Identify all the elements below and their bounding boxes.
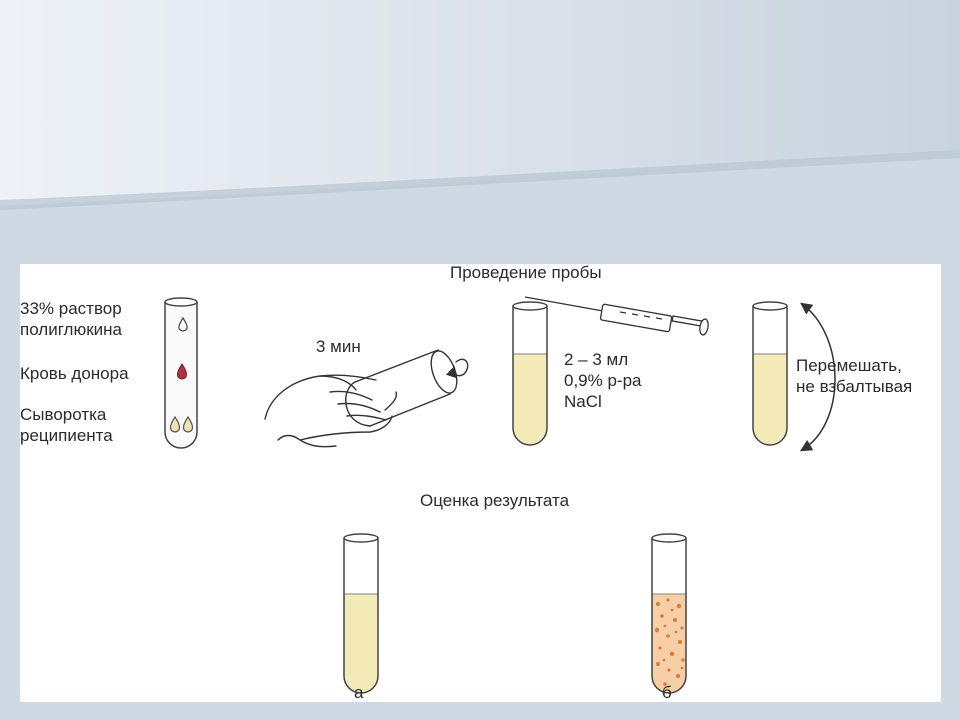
reagent-label: 33% раствор полиглюкина [20, 299, 122, 339]
syringe-icon [524, 296, 709, 336]
serum-drop-icon [169, 415, 181, 433]
result-title: Оценка результата [420, 491, 570, 510]
figure-panel: Проведение пробы 33% раствор полиглюкина… [20, 264, 941, 702]
mixing-arrow-icon [799, 302, 836, 452]
donor-blood-drop-icon [177, 363, 187, 380]
polyglucin-drop-icon [178, 316, 188, 332]
result-b-label: б [662, 683, 672, 702]
mix-label: Перемешать, не взбалтывая [796, 356, 913, 396]
time-label: 3 мин [316, 337, 361, 356]
tilted-tube [354, 349, 451, 427]
figure-drawing [164, 296, 836, 694]
tube-mixing [752, 301, 788, 446]
tube-reagents [164, 297, 198, 449]
agglutinate-particles [654, 598, 685, 686]
tube-saline [512, 301, 548, 446]
hand-with-tube [264, 349, 469, 448]
test-title: Проведение пробы [450, 264, 602, 282]
donor-blood-label: Кровь донора [20, 364, 129, 383]
tube-result-b [651, 533, 687, 694]
serum-drop-icon [182, 415, 194, 433]
serum-label: Сыворотка реципиента [20, 405, 113, 445]
header-swoosh [0, 150, 960, 210]
saline-label: 2 – 3 мл 0,9% р-ра NaCl [564, 350, 642, 411]
tube-result-a [343, 533, 379, 694]
result-a-label: а [354, 683, 364, 702]
hand-outline [264, 374, 398, 448]
header-band [0, 0, 960, 206]
rotation-arrow-icon [445, 358, 469, 379]
